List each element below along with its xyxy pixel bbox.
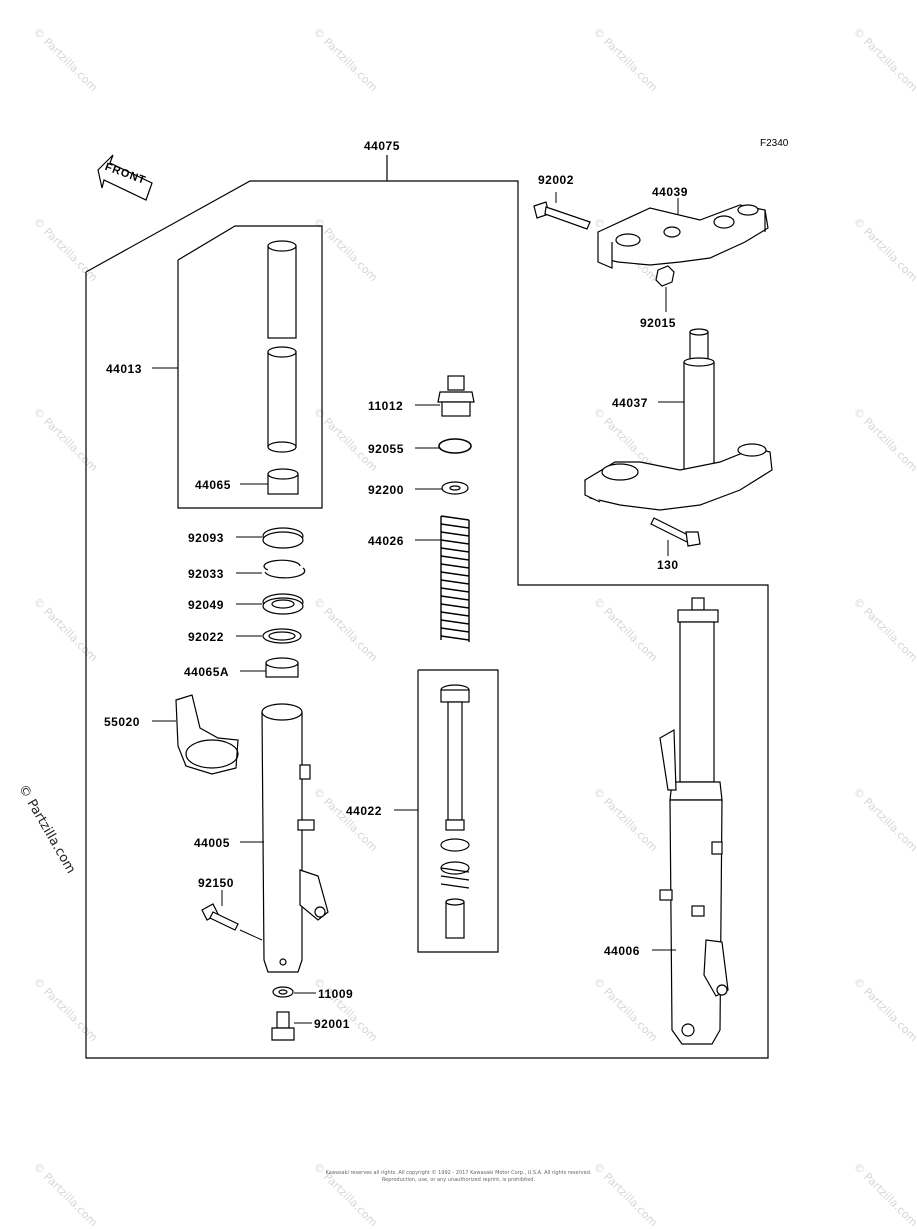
o-ring-icon [438, 438, 472, 454]
nut-icon [655, 265, 675, 287]
cap-bolt-icon [437, 375, 475, 417]
part-92015[interactable]: 92015 [640, 316, 676, 330]
front-arrow-icon [97, 154, 153, 201]
inner-tube-icon [267, 240, 297, 453]
bolt-icon [533, 201, 591, 230]
part-92022[interactable]: 92022 [188, 630, 224, 644]
part-130[interactable]: 130 [657, 558, 679, 572]
inner-tube-box [177, 225, 323, 509]
part-11009[interactable]: 11009 [318, 987, 354, 1001]
part-92033[interactable]: 92033 [188, 567, 224, 581]
guide-bush-icon [265, 657, 299, 678]
damper-rod-icon [440, 684, 470, 939]
fork-guard-icon [175, 694, 239, 775]
part-44065A[interactable]: 44065A [184, 665, 230, 679]
diagram-code: F2340 [760, 138, 789, 149]
part-44005[interactable]: 44005 [194, 836, 230, 850]
part-44037[interactable]: 44037 [612, 396, 648, 410]
bolt-icon [201, 903, 239, 931]
part-44026[interactable]: 44026 [368, 534, 404, 548]
part-92055[interactable]: 92055 [368, 442, 404, 456]
dust-seal-icon [262, 527, 304, 549]
upper-bracket-icon [597, 204, 769, 269]
footer-copyright: Kawasaki reserves all rights. All copyri… [325, 1170, 592, 1176]
gasket-icon [272, 986, 294, 998]
part-44075[interactable]: 44075 [364, 139, 400, 153]
bolt-icon [650, 517, 701, 547]
part-92150[interactable]: 92150 [198, 876, 234, 890]
assembly-outline [85, 180, 769, 1059]
part-44006[interactable]: 44006 [604, 944, 640, 958]
part-44065[interactable]: 44065 [195, 478, 231, 492]
steering-stem-icon [584, 328, 773, 511]
part-44013[interactable]: 44013 [106, 362, 142, 376]
part-92002[interactable]: 92002 [538, 173, 574, 187]
part-55020[interactable]: 55020 [104, 715, 140, 729]
parts-diagram [85, 154, 773, 1059]
outer-tube-icon [261, 703, 329, 973]
spring-icon [440, 515, 470, 642]
part-92093[interactable]: 92093 [188, 531, 224, 545]
part-92001[interactable]: 92001 [314, 1017, 350, 1031]
bush-icon [267, 468, 299, 495]
snap-ring-icon [263, 559, 306, 579]
damper-box [417, 669, 499, 953]
bolt-icon [271, 1011, 295, 1041]
part-44022[interactable]: 44022 [346, 804, 382, 818]
washer-icon [441, 481, 469, 495]
washer-icon [262, 628, 302, 644]
fork-assembly-icon [659, 597, 729, 1045]
footer-notice: Reproduction, use, or any unauthorized r… [381, 1177, 536, 1183]
part-11012[interactable]: 11012 [368, 399, 404, 413]
part-92049[interactable]: 92049 [188, 598, 224, 612]
part-92200[interactable]: 92200 [368, 483, 404, 497]
part-44039[interactable]: 44039 [652, 185, 688, 199]
oil-seal-icon [262, 593, 304, 615]
